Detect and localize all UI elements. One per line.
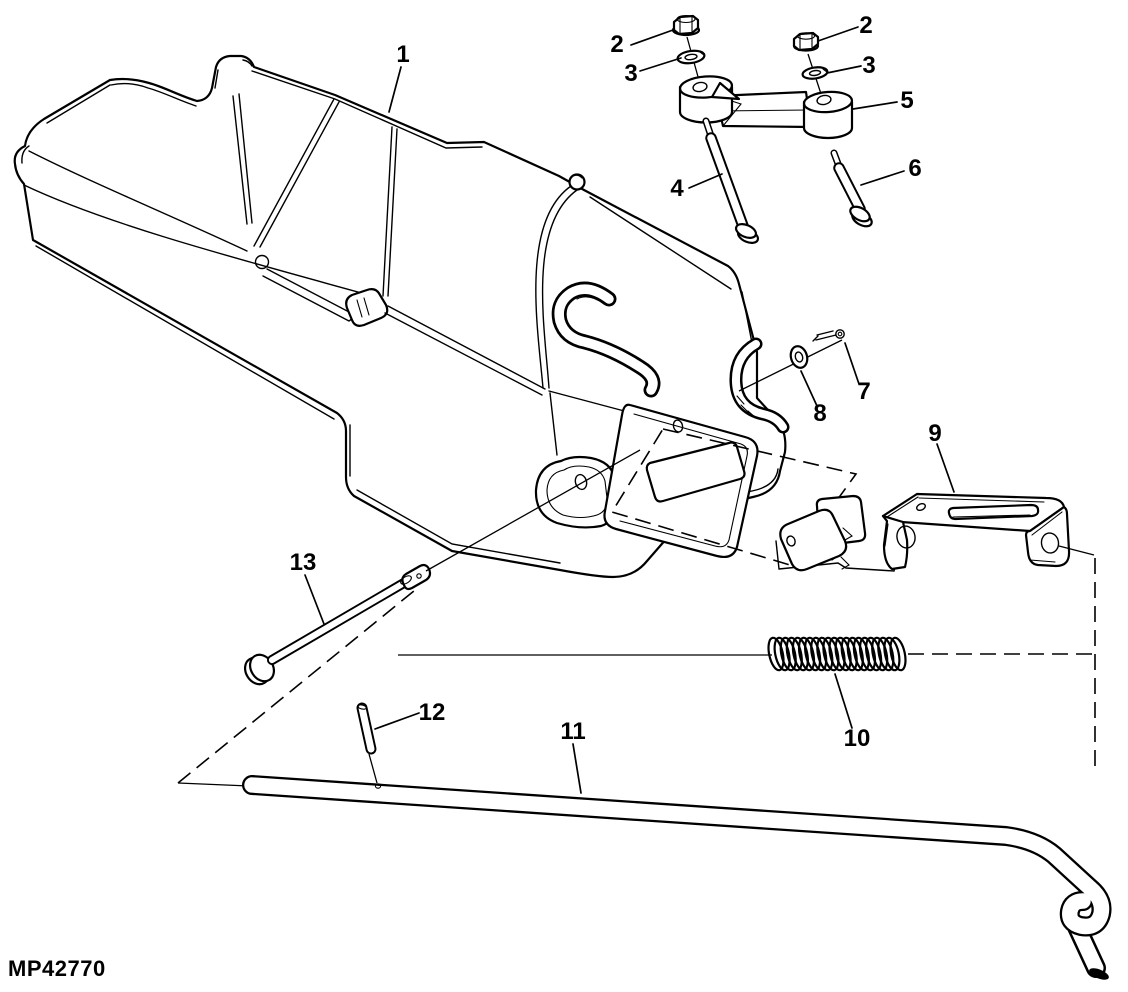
drawing-code: MP42770 xyxy=(8,956,106,981)
callout-5-label: 5 xyxy=(900,87,913,114)
rod-end-cap xyxy=(1089,968,1109,980)
callout-7-label: 7 xyxy=(857,378,870,405)
callout-4-label: 4 xyxy=(670,175,684,202)
callout-11-label: 11 xyxy=(560,718,585,745)
callout-2-right-label: 2 xyxy=(859,12,872,39)
callout-13-leader xyxy=(304,574,325,625)
callout-9-label: 9 xyxy=(928,420,941,447)
callout-6-leader xyxy=(860,170,905,186)
part-3-washer-right xyxy=(801,66,829,80)
callout-3-left-label: 3 xyxy=(624,60,637,87)
callout-2-left-leader xyxy=(630,29,674,46)
callout-3-right-leader xyxy=(826,65,862,74)
callout-6-label: 6 xyxy=(908,155,921,182)
callout-1-leader xyxy=(388,66,402,113)
callout-10-leader xyxy=(834,673,853,729)
part-9-bracket xyxy=(881,492,1095,571)
part-1-shroud xyxy=(13,54,790,579)
part-10-spring xyxy=(398,636,907,672)
part-8-washer xyxy=(789,345,809,369)
spring-axis-dashes xyxy=(908,558,1096,772)
alignment-plane-dashes xyxy=(610,428,858,566)
part-12-pin xyxy=(356,702,378,784)
part-2-nut-right xyxy=(792,31,820,52)
callout-3-left-leader xyxy=(639,57,682,72)
callout-4-leader xyxy=(688,173,723,189)
callout-9-leader xyxy=(936,443,955,493)
callout-8-label: 8 xyxy=(813,400,826,427)
part-2-nut-left xyxy=(671,14,701,37)
alignment-dash-lines xyxy=(177,428,1096,787)
part-3-washer-left xyxy=(676,49,706,65)
bracket-end-hole xyxy=(896,525,916,549)
bracket-flange-hole xyxy=(1040,532,1060,554)
callout-leaders xyxy=(304,26,955,794)
callout-8-leader xyxy=(800,370,818,407)
hinge-piece xyxy=(775,494,902,572)
spring-coils xyxy=(767,636,907,672)
callout-11-leader xyxy=(572,743,582,794)
bracket-small-hole xyxy=(916,502,926,512)
callout-5-leader xyxy=(852,101,898,110)
callout-labels: 1 2 2 3 3 4 5 6 7 8 9 10 11 12 13 xyxy=(290,12,942,752)
part-11-rod xyxy=(242,775,1112,980)
callout-2-left-label: 2 xyxy=(610,31,623,58)
shroud-knob xyxy=(568,173,586,191)
pin-washer-axis-line xyxy=(738,339,843,392)
shroud-edge-notch xyxy=(729,337,790,434)
callout-12-leader xyxy=(374,712,420,730)
part-7-cotter-pin xyxy=(812,329,845,342)
rod-pin-hole xyxy=(374,783,382,789)
callout-3-right-label: 3 xyxy=(862,52,875,79)
callout-12-label: 12 xyxy=(419,699,446,726)
bolt-axis-dashes xyxy=(177,585,421,784)
shroud-hook-cutout xyxy=(551,281,661,398)
part-13-bolt xyxy=(243,449,641,686)
callout-1-label: 1 xyxy=(396,41,409,68)
callout-2-right-leader xyxy=(817,26,859,42)
callout-10-label: 10 xyxy=(844,725,871,752)
callout-13-label: 13 xyxy=(290,549,317,576)
callout-7-leader xyxy=(844,342,860,385)
part-6-bolt xyxy=(830,149,873,228)
part-4-bolt xyxy=(702,117,760,244)
